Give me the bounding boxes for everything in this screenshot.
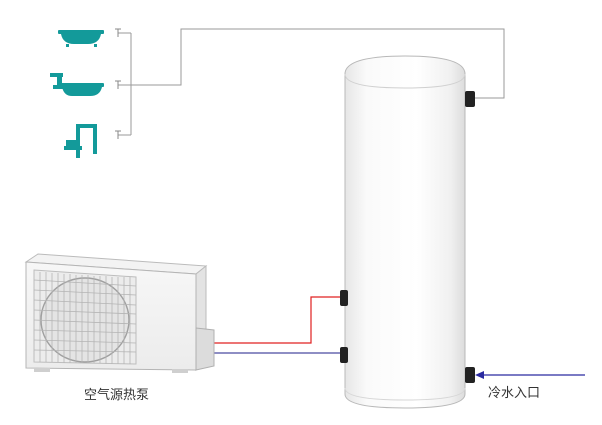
red-pipe bbox=[212, 296, 340, 344]
storage-tank bbox=[344, 55, 466, 409]
hot-water-supply-pipe bbox=[118, 28, 505, 136]
shower-icon bbox=[64, 124, 97, 158]
unit-foot-left bbox=[34, 368, 50, 372]
tank-ports bbox=[340, 91, 475, 383]
heat-pump-label: 空气源热泵 bbox=[84, 388, 150, 403]
cold-return-port bbox=[340, 347, 348, 363]
cold-water-inlet-arrow bbox=[475, 371, 585, 379]
hot-return-port bbox=[340, 290, 348, 306]
sink-faucet-icon bbox=[50, 73, 104, 96]
cold-inlet-port bbox=[465, 367, 475, 383]
fan-grille bbox=[33, 272, 137, 364]
cold-water-inlet-label: 冷水入口 bbox=[488, 386, 541, 401]
bathtub-icon bbox=[58, 30, 104, 47]
unit-foot-right bbox=[172, 369, 188, 373]
hot-outlet-port bbox=[465, 91, 475, 107]
heat-pump-unit bbox=[24, 253, 215, 373]
valve-ticks bbox=[115, 28, 121, 139]
